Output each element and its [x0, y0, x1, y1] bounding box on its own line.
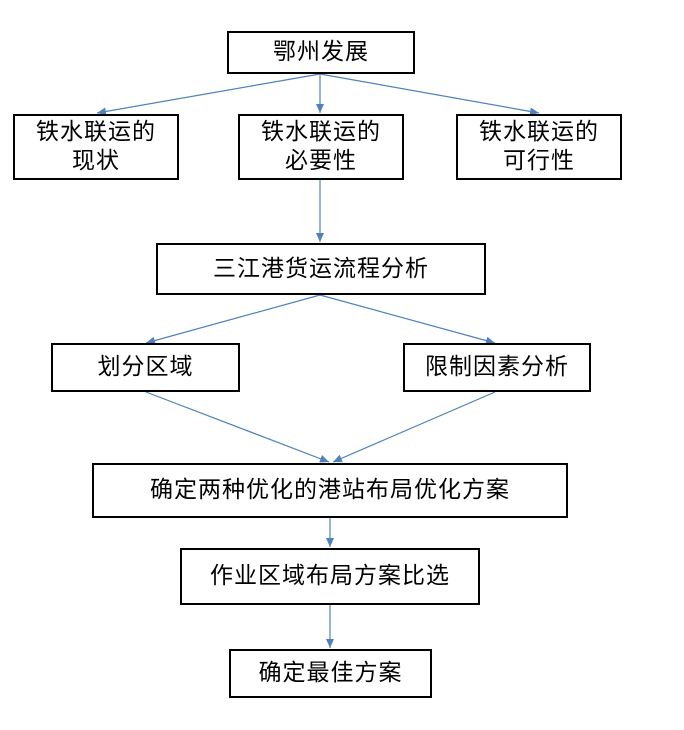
node-necessity-label: 铁水联运的 必要性 [261, 119, 381, 174]
node-root: 鄂州发展 [227, 31, 415, 74]
node-divide: 划分区域 [51, 343, 240, 392]
node-analysis-label: 三江港货运流程分析 [213, 255, 429, 282]
node-status: 铁水联运的 现状 [13, 114, 179, 180]
arrow-root-to-status [96, 73, 321, 116]
node-necessity: 铁水联运的 必要性 [238, 114, 404, 180]
arrow-analysis-to-divide [145, 294, 321, 345]
node-feasibility-label: 铁水联运的 可行性 [479, 119, 599, 174]
node-final: 确定最佳方案 [229, 649, 432, 698]
node-optimize-label: 确定两种优化的港站布局优化方案 [150, 477, 510, 504]
node-status-label: 铁水联运的 现状 [36, 119, 156, 174]
node-root-label: 鄂州发展 [273, 39, 369, 66]
arrow-analysis-to-constraints [319, 294, 496, 345]
node-feasibility: 铁水联运的 可行性 [456, 114, 622, 180]
arrow-root-to-feasibility [319, 73, 540, 116]
node-constraints-label: 限制因素分析 [425, 354, 569, 381]
node-analysis: 三江港货运流程分析 [156, 243, 486, 295]
node-compare: 作业区域布局方案比选 [180, 548, 480, 605]
node-compare-label: 作业区域布局方案比选 [210, 563, 450, 590]
node-final-label: 确定最佳方案 [258, 660, 403, 687]
arrow-divide-to-optimize [145, 391, 330, 463]
node-constraints: 限制因素分析 [403, 343, 591, 392]
arrow-constraints-to-optimize [332, 391, 496, 463]
node-optimize: 确定两种优化的港站布局优化方案 [92, 463, 568, 518]
node-divide-label: 划分区域 [97, 354, 194, 381]
